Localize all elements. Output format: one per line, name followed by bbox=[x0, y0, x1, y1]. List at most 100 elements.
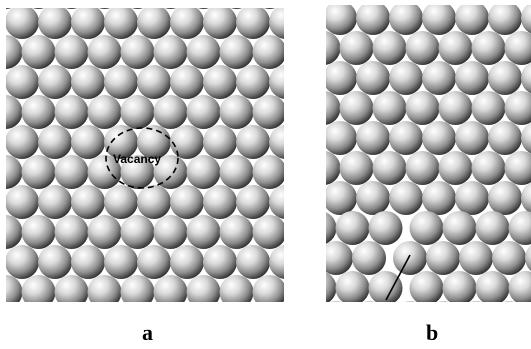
dislocation-line bbox=[385, 254, 411, 301]
vacancy-marker: Vacancy bbox=[105, 127, 179, 189]
atom bbox=[153, 215, 188, 249]
atom bbox=[38, 305, 72, 339]
atom bbox=[442, 211, 477, 245]
atom bbox=[186, 35, 221, 69]
atom bbox=[54, 215, 89, 249]
atom bbox=[71, 245, 105, 279]
atom bbox=[137, 185, 171, 219]
atom bbox=[71, 65, 105, 99]
atom bbox=[471, 151, 506, 185]
atom bbox=[252, 155, 284, 189]
atom bbox=[422, 181, 456, 215]
atom bbox=[252, 215, 284, 249]
atom bbox=[21, 155, 56, 189]
atom bbox=[21, 35, 56, 69]
atom bbox=[219, 35, 254, 69]
atom bbox=[6, 155, 23, 189]
atom bbox=[252, 275, 284, 302]
atom bbox=[492, 241, 526, 275]
atom bbox=[104, 8, 138, 39]
atom bbox=[326, 212, 337, 244]
atom bbox=[269, 185, 284, 219]
atom bbox=[87, 155, 122, 189]
atom bbox=[372, 31, 407, 65]
atom bbox=[0, 185, 6, 219]
atom bbox=[164, 8, 177, 9]
atom bbox=[269, 125, 284, 159]
atom bbox=[6, 125, 39, 159]
atom bbox=[170, 305, 204, 339]
atom bbox=[439, 0, 473, 5]
atom bbox=[104, 125, 138, 159]
atom bbox=[339, 31, 374, 65]
atom bbox=[98, 8, 111, 9]
atom bbox=[71, 185, 105, 219]
atom bbox=[120, 35, 155, 69]
atom bbox=[356, 121, 390, 155]
atom bbox=[326, 181, 357, 215]
atom bbox=[186, 215, 221, 249]
atom bbox=[236, 65, 270, 99]
atom bbox=[54, 275, 89, 302]
atom bbox=[38, 8, 72, 39]
atom bbox=[54, 35, 89, 69]
atom bbox=[438, 91, 473, 125]
atom bbox=[389, 61, 423, 95]
atom bbox=[21, 275, 56, 302]
atom bbox=[525, 245, 531, 271]
atom bbox=[38, 65, 72, 99]
atom bbox=[286, 215, 320, 249]
atom bbox=[290, 121, 324, 155]
atom bbox=[186, 275, 221, 302]
atom bbox=[219, 215, 254, 249]
atom bbox=[153, 275, 188, 302]
atom bbox=[263, 8, 276, 9]
atom bbox=[137, 125, 171, 159]
atom bbox=[0, 5, 6, 39]
atom bbox=[326, 272, 337, 302]
atom bbox=[455, 61, 489, 95]
atom bbox=[0, 125, 6, 159]
atom bbox=[6, 8, 39, 39]
atom bbox=[87, 35, 122, 69]
atom bbox=[470, 301, 482, 302]
atom bbox=[170, 125, 204, 159]
atom bbox=[54, 155, 89, 189]
atom bbox=[87, 215, 122, 249]
atom bbox=[6, 245, 39, 279]
atom bbox=[368, 211, 403, 245]
atom bbox=[21, 215, 56, 249]
atom bbox=[363, 301, 375, 302]
atom bbox=[475, 211, 510, 245]
atom bbox=[525, 301, 531, 335]
atom bbox=[219, 155, 254, 189]
atom bbox=[372, 151, 407, 185]
atom bbox=[389, 5, 423, 35]
atom bbox=[326, 5, 357, 35]
atom bbox=[405, 31, 440, 65]
atom bbox=[87, 95, 122, 129]
atom bbox=[203, 245, 237, 279]
atom bbox=[438, 151, 473, 185]
atom bbox=[326, 61, 357, 95]
atom bbox=[286, 95, 320, 129]
atom bbox=[236, 245, 270, 279]
atom bbox=[442, 271, 477, 302]
atom bbox=[521, 5, 531, 34]
atom bbox=[87, 275, 122, 302]
atom bbox=[455, 121, 489, 155]
atom bbox=[330, 301, 342, 302]
atom bbox=[186, 95, 221, 129]
atom bbox=[269, 245, 284, 279]
atom bbox=[6, 275, 23, 302]
atom bbox=[170, 65, 204, 99]
atom bbox=[120, 155, 155, 189]
atom bbox=[488, 5, 522, 35]
atom bbox=[503, 301, 515, 302]
atom bbox=[405, 151, 440, 185]
atom bbox=[131, 8, 144, 9]
atom bbox=[170, 185, 204, 219]
atom bbox=[409, 211, 444, 245]
atom bbox=[406, 0, 440, 5]
